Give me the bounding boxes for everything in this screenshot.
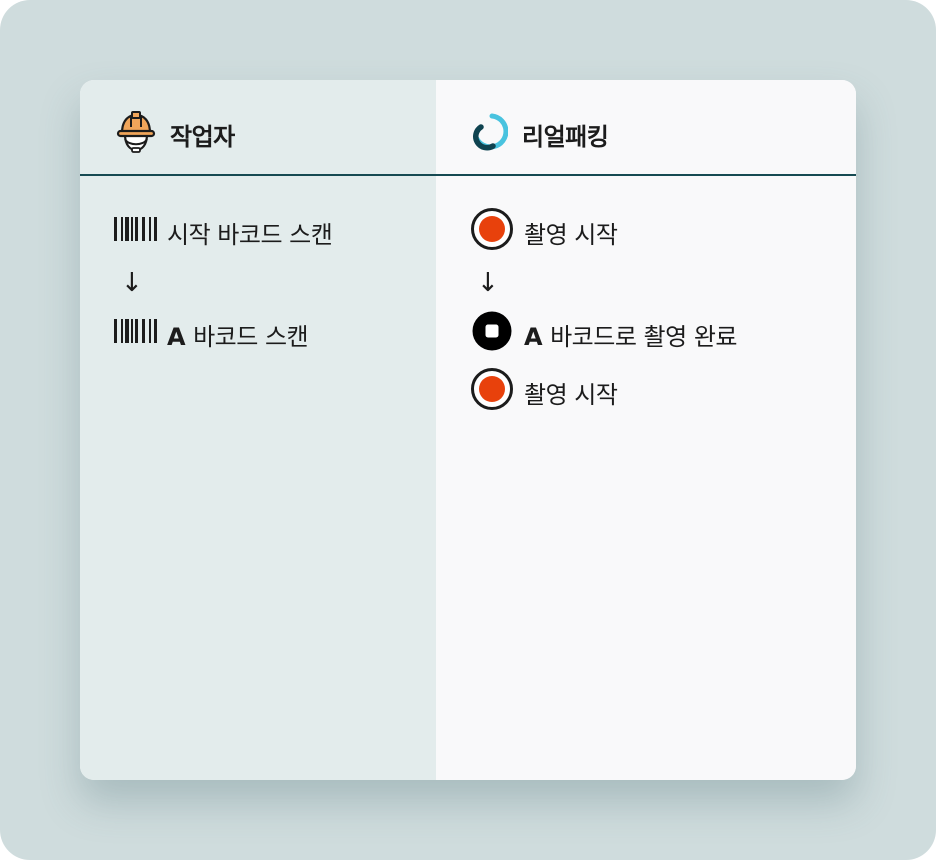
step-label: 촬영 시작 — [524, 220, 618, 249]
barcode-icon — [114, 317, 158, 351]
realpacking-header: 리얼패킹 — [472, 113, 609, 155]
barcode-tag: A — [524, 322, 543, 351]
down-arrow-icon: ↓ — [121, 268, 143, 298]
stop-icon — [470, 309, 514, 359]
realpacking-title: 리얼패킹 — [522, 122, 609, 151]
realpacking-column: 리얼패킹 촬영 시작 ↓ — [436, 80, 856, 780]
step-label: 촬영 시작 — [524, 380, 618, 409]
barcode-icon — [114, 215, 158, 249]
comparison-card: 작업자 — [80, 80, 856, 780]
hard-hat-worker-icon — [114, 109, 158, 159]
worker-steps: 시작 바코드 스캔 ↓ — [114, 210, 333, 356]
worker-step-start-scan: 시작 바코드 스캔 — [114, 210, 333, 254]
worker-header: 작업자 — [114, 111, 235, 154]
realpacking-step-record-start: 촬영 시작 — [470, 207, 737, 257]
realpacking-step-record-restart: 촬영 시작 — [470, 367, 737, 417]
realpacking-logo-icon — [472, 113, 509, 155]
header-divider — [80, 174, 856, 176]
down-arrow-icon: ↓ — [477, 268, 499, 298]
step-label: 바코드 스캔 — [193, 322, 309, 351]
step-label: 바코드로 촬영 완료 — [550, 322, 737, 351]
record-icon — [470, 367, 514, 417]
step-label: 시작 바코드 스캔 — [167, 220, 333, 249]
record-icon — [470, 207, 514, 257]
worker-column: 작업자 — [80, 80, 436, 780]
worker-title: 작업자 — [170, 122, 235, 151]
barcode-tag: A — [167, 322, 186, 351]
